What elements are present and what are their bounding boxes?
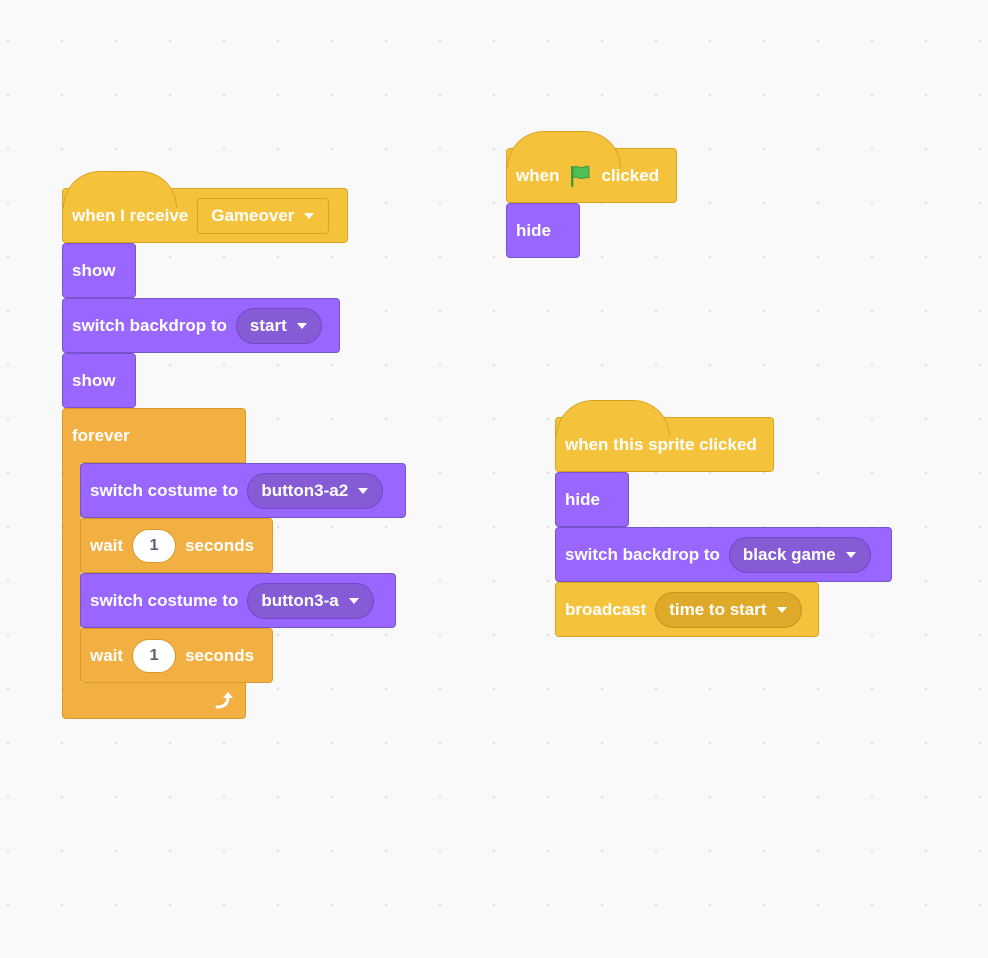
wait-label: wait	[90, 536, 124, 555]
broadcast-message-value: time to start	[669, 599, 767, 619]
wait-unit-label: seconds	[185, 646, 255, 665]
dropdown-arrow-icon	[348, 597, 359, 604]
backdrop-dropdown[interactable]: black game	[728, 536, 871, 573]
broadcast-label: broadcast	[565, 600, 647, 619]
hat-cap	[63, 171, 177, 208]
costume-dropdown[interactable]: button3-a2	[247, 472, 384, 509]
switch-costume-label: switch costume to	[90, 591, 239, 610]
costume-dropdown[interactable]: button3-a	[247, 582, 374, 619]
switch-costume-block[interactable]: switch costume to button3-a	[80, 573, 396, 628]
message-dropdown[interactable]: Gameover	[197, 197, 330, 234]
hat-label-clicked: clicked	[601, 166, 660, 185]
backdrop-value: start	[249, 315, 287, 335]
forever-block[interactable]: forever	[62, 408, 246, 463]
wait-block[interactable]: wait 1 seconds	[80, 518, 273, 573]
wait-unit-label: seconds	[185, 536, 255, 555]
switch-backdrop-block[interactable]: switch backdrop to black game	[555, 527, 892, 582]
hide-label: hide	[565, 490, 600, 509]
hide-block[interactable]: hide	[506, 203, 580, 258]
when-sprite-clicked-hat-block[interactable]: when this sprite clicked	[555, 400, 774, 472]
switch-costume-block[interactable]: switch costume to button3-a2	[80, 463, 406, 518]
when-i-receive-hat-block[interactable]: when I receive Gameover	[62, 171, 348, 243]
switch-backdrop-label: switch backdrop to	[565, 545, 720, 564]
when-flag-clicked-hat-block[interactable]: when clicked	[506, 131, 677, 203]
dropdown-arrow-icon	[845, 551, 856, 558]
forever-bottom	[62, 683, 246, 719]
hat-cap	[556, 400, 670, 437]
wait-seconds-input[interactable]: 1	[132, 638, 177, 673]
broadcast-message-dropdown[interactable]: time to start	[655, 591, 802, 628]
show-label: show	[72, 371, 116, 390]
dropdown-arrow-icon	[776, 606, 787, 613]
switch-backdrop-block[interactable]: switch backdrop to start	[62, 298, 340, 353]
hat-label: when I receive	[72, 206, 189, 225]
backdrop-value: black game	[742, 544, 836, 564]
hide-block[interactable]: hide	[555, 472, 629, 527]
dropdown-arrow-icon	[358, 487, 369, 494]
hat-cap	[507, 131, 621, 168]
switch-costume-label: switch costume to	[90, 481, 239, 500]
wait-block[interactable]: wait 1 seconds	[80, 628, 273, 683]
dropdown-arrow-icon	[296, 322, 307, 329]
show-block[interactable]: show	[62, 243, 136, 298]
wait-label: wait	[90, 646, 124, 665]
show-block[interactable]: show	[62, 353, 136, 408]
switch-backdrop-label: switch backdrop to	[72, 316, 227, 335]
show-label: show	[72, 261, 116, 280]
hat-label-when: when	[516, 166, 560, 185]
costume-value: button3-a	[261, 590, 339, 610]
broadcast-block[interactable]: broadcast time to start	[555, 582, 819, 637]
hide-label: hide	[516, 221, 551, 240]
hat-label: when this sprite clicked	[565, 435, 757, 454]
loop-arrow-icon	[215, 691, 233, 708]
forever-label: forever	[72, 426, 130, 445]
dropdown-arrow-icon	[304, 212, 315, 219]
costume-value: button3-a2	[261, 480, 349, 500]
green-flag-icon	[571, 165, 590, 187]
backdrop-dropdown[interactable]: start	[235, 307, 322, 344]
forever-arm	[62, 462, 81, 684]
wait-seconds-input[interactable]: 1	[132, 528, 177, 563]
message-value: Gameover	[211, 205, 295, 225]
